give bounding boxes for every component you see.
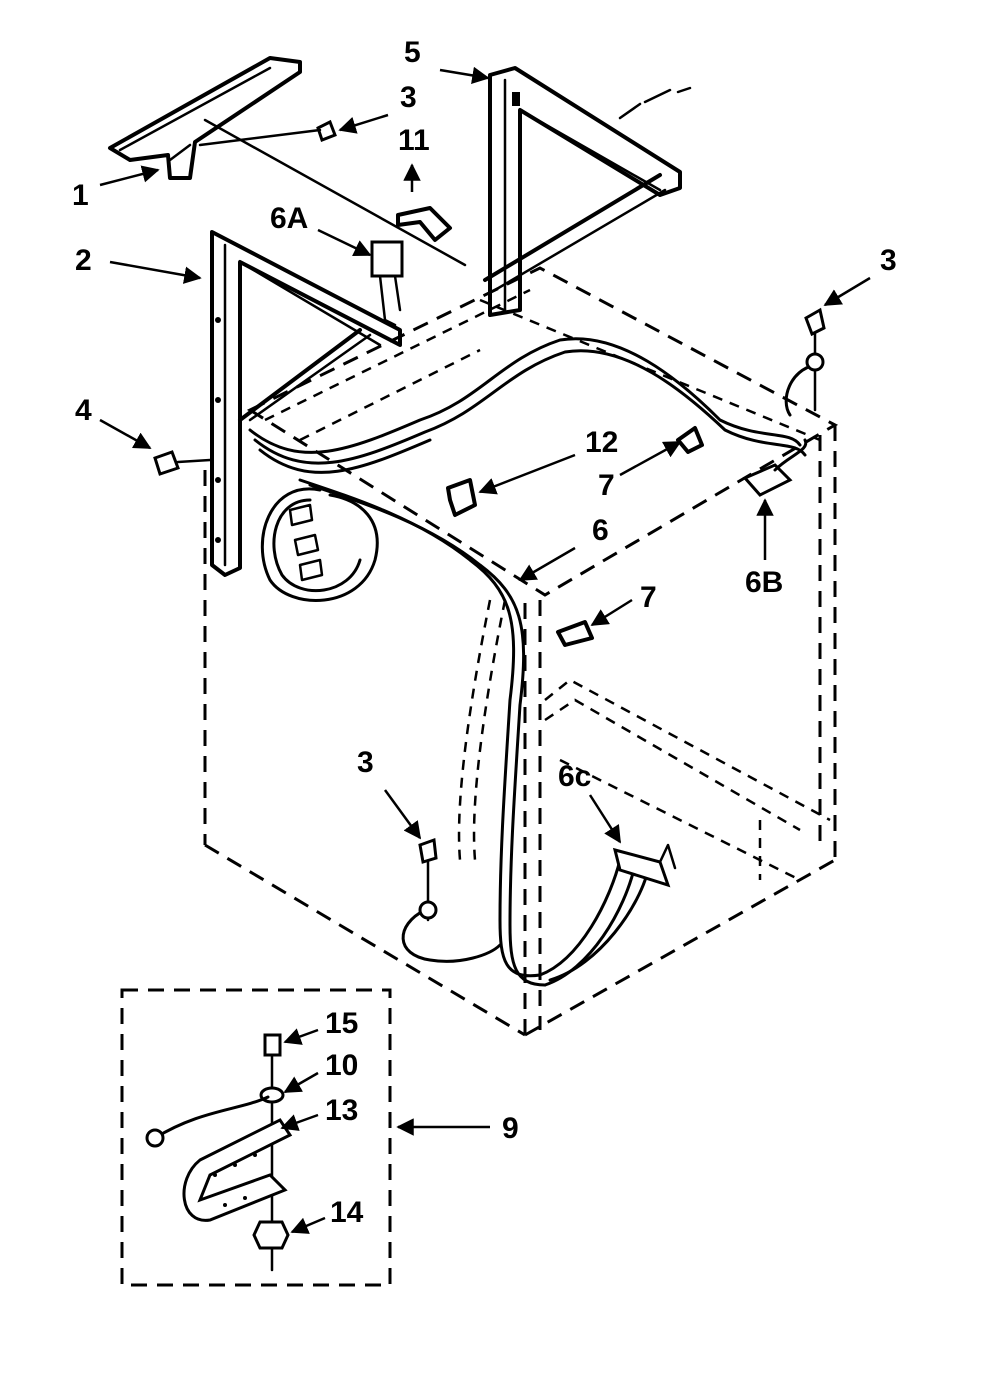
part-11-clip xyxy=(396,206,452,242)
callout-5: 5 xyxy=(404,36,421,69)
callout-9: 9 xyxy=(502,1112,519,1145)
part-9-ground-kit xyxy=(120,988,392,1287)
part-1-top-bracket xyxy=(108,56,302,180)
part-6-wire-harness xyxy=(248,337,817,987)
callout-6a: 6A xyxy=(270,202,308,235)
callout-3-bottom: 3 xyxy=(357,746,374,779)
callout-13: 13 xyxy=(325,1094,358,1127)
part-7-clips xyxy=(556,426,704,647)
callout-15: 15 xyxy=(325,1007,358,1040)
part-6c-connector xyxy=(612,843,677,888)
callout-7-lower: 7 xyxy=(640,581,657,614)
callout-3-top: 3 xyxy=(400,81,417,114)
part-2-left-frame xyxy=(210,230,402,577)
callout-6c: 6c xyxy=(558,760,591,793)
callout-3-right: 3 xyxy=(880,244,897,277)
callout-1: 1 xyxy=(72,179,89,212)
callout-6b: 6B xyxy=(745,566,783,599)
callout-12: 12 xyxy=(585,426,618,459)
cabinet-outline xyxy=(203,266,839,1037)
part-12-clip xyxy=(446,478,477,517)
callout-14: 14 xyxy=(330,1196,364,1229)
screws xyxy=(153,118,826,922)
part-5-right-frame xyxy=(483,66,692,317)
callout-11: 11 xyxy=(398,124,430,157)
callout-labels: 1 2 3 5 11 6A 3 4 12 7 6B 6 7 3 6c 15 10… xyxy=(72,36,897,1229)
callout-4: 4 xyxy=(75,394,92,427)
leader-lines xyxy=(99,66,871,1234)
part-6a-connector xyxy=(370,240,404,327)
callout-7-upper: 7 xyxy=(598,469,615,502)
callout-6: 6 xyxy=(592,514,609,547)
part-6b-connector xyxy=(742,438,808,497)
callout-2: 2 xyxy=(75,244,92,277)
callout-10: 10 xyxy=(325,1049,358,1082)
